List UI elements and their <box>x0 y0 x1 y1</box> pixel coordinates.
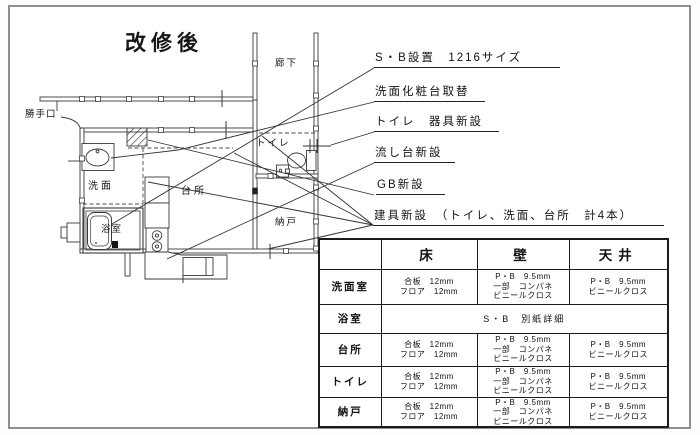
col-header-wall: 壁 <box>476 238 570 270</box>
drawing-title: 改修後 <box>125 32 203 55</box>
room-label-washroom: 洗面 <box>88 181 114 192</box>
room-label-kitchen: 台所 <box>181 186 207 197</box>
tick-marks <box>182 90 271 283</box>
gb-hatched-block <box>126 127 148 147</box>
bathroom-walls <box>82 207 144 254</box>
annotation-sink-new: 流し台新設 <box>374 146 455 163</box>
row-label-kitchen: 台所 <box>318 332 382 367</box>
storage-ceiling: P・B 9.5mm ビニールクロス <box>568 396 669 428</box>
finish-spec-table: 床 壁 天井 洗面室 合板 12mm フロア 12mm P・B 9.5mm 一部… <box>318 238 669 429</box>
kitchen-floor: 合板 12mm フロア 12mm <box>380 332 478 367</box>
corner-cell <box>318 238 382 270</box>
annotation-vanity-replace: 洗面化粧台取替 <box>374 85 485 102</box>
washroom-ceiling: P・B 9.5mm ビニールクロス <box>568 268 669 305</box>
bath-door <box>60 222 81 243</box>
room-label-back-door: 勝手口 <box>25 109 57 120</box>
table-row: 納戸 合板 12mm フロア 12mm P・B 9.5mm 一部 コンパネ ビニ… <box>318 396 669 428</box>
row-label-toilet: トイレ <box>318 365 382 398</box>
room-label-storage: 納戸 <box>275 217 299 228</box>
toilet-floor: 合板 12mm フロア 12mm <box>380 365 478 398</box>
washroom-wall: P・B 9.5mm 一部 コンパネ ビニールクロス <box>476 268 570 305</box>
storage-floor: 合板 12mm フロア 12mm <box>380 396 478 428</box>
toilet-icon <box>276 150 317 178</box>
leader-lines <box>110 67 375 260</box>
toilet-leader-tick <box>303 139 331 153</box>
annotation-sb-install: S・B設置 1216サイズ <box>374 51 560 68</box>
bath-heater-mark <box>112 241 118 248</box>
kitchen-wall: P・B 9.5mm 一部 コンパネ ビニールクロス <box>476 332 570 367</box>
bathtub-icon <box>87 212 112 250</box>
table-row: トイレ 合板 12mm フロア 12mm P・B 9.5mm 一部 コンパネ ビ… <box>318 365 669 398</box>
room-label-bathroom: 浴室 <box>101 224 123 235</box>
annotation-fittings-new: 建具新設 （トイレ、洗面、台所 計4本） <box>373 209 664 226</box>
washbasin-icon <box>68 143 115 171</box>
table-row: 台所 合板 12mm フロア 12mm P・B 9.5mm 一部 コンパネ ビニ… <box>318 332 669 367</box>
toilet-wall: P・B 9.5mm 一部 コンパネ ビニールクロス <box>476 365 570 398</box>
back-door-swing <box>56 101 81 130</box>
toilet-ceiling: P・B 9.5mm ビニールクロス <box>568 365 669 398</box>
annotation-toilet-fixture: トイレ 器具新設 <box>374 115 499 132</box>
row-label-bathroom: 浴室 <box>318 303 382 334</box>
room-label-corridor: 廊下 <box>275 58 299 69</box>
column-marks <box>79 60 319 254</box>
washroom-floor: 合板 12mm フロア 12mm <box>380 268 478 305</box>
kitchen-unit <box>124 176 228 280</box>
bathroom-note: S・B 別紙詳細 <box>380 303 669 334</box>
walls <box>39 32 319 254</box>
annotation-gb-new: GB新設 <box>376 178 445 195</box>
table-row: 洗面室 合板 12mm フロア 12mm P・B 9.5mm 一部 コンパネ ビ… <box>318 268 669 305</box>
col-header-floor: 床 <box>380 238 478 270</box>
row-label-storage: 納戸 <box>318 396 382 428</box>
room-label-toilet: トイレ <box>256 138 291 149</box>
storage-wall: P・B 9.5mm 一部 コンパネ ビニールクロス <box>476 396 570 428</box>
row-label-washroom: 洗面室 <box>318 268 382 305</box>
table-row: 浴室 S・B 別紙詳細 <box>318 303 669 334</box>
kitchen-ceiling: P・B 9.5mm ビニールクロス <box>568 332 669 367</box>
sink-icon <box>182 257 214 276</box>
col-header-ceiling: 天井 <box>568 238 669 270</box>
table-header-row: 床 壁 天井 <box>318 238 669 270</box>
